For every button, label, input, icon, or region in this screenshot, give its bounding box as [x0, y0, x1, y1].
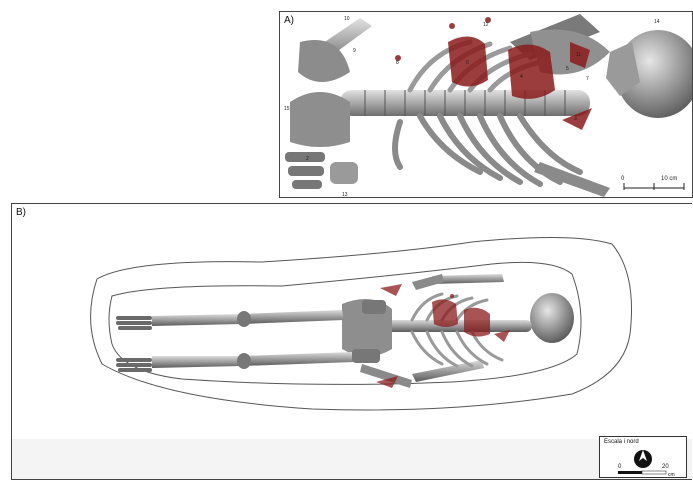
- marker-label: 10: [344, 16, 350, 22]
- skull: [530, 293, 574, 343]
- marker-arm-1: [380, 284, 402, 296]
- hand-bones: [285, 152, 358, 189]
- marker-label: 4: [520, 74, 523, 80]
- scale-bar-a: 0 10 cm: [621, 176, 684, 190]
- legend-graphic: 0 20 cm: [600, 437, 686, 477]
- marker-label: 15: [284, 106, 290, 112]
- marker-label: 6: [466, 60, 469, 66]
- foot-lower: [116, 358, 152, 372]
- knee-lower: [237, 353, 251, 369]
- panel-b-overview: B): [11, 203, 692, 480]
- legend-scale-north: Escala i nord 0 20 cm: [599, 436, 687, 478]
- pelvis: [290, 92, 350, 147]
- tibia-upper: [152, 314, 242, 326]
- marker-label: 8: [396, 60, 399, 66]
- panel-a-detail: A): [279, 11, 693, 198]
- marker-dot: [450, 294, 454, 298]
- femur-upper: [242, 310, 344, 324]
- marker-large-2: [508, 44, 555, 98]
- marker-small-a: [449, 23, 455, 29]
- panel-a-drawing: 10 9 12 14 8 6 11 4 5 15 3 2 13 7 0 10 c…: [280, 12, 692, 197]
- marker-label: 12: [483, 22, 489, 28]
- legend-zero: 0: [618, 464, 622, 470]
- marker-label: 3: [574, 116, 577, 122]
- marker-label: 9: [353, 48, 356, 54]
- marker-label: 2: [306, 156, 309, 162]
- marker-label: 13: [342, 192, 348, 197]
- marker-label: 5: [566, 66, 569, 72]
- scale-value: 10 cm: [661, 176, 677, 182]
- marker-chest-1: [432, 299, 458, 327]
- femur-lower: [242, 352, 354, 366]
- panel-a-label: A): [284, 15, 294, 26]
- panel-b-drawing: [12, 204, 692, 479]
- forearm-top: [412, 274, 444, 290]
- marker-chest-2: [464, 308, 490, 337]
- marker-label: 11: [576, 52, 581, 58]
- legend-unit: cm: [668, 472, 675, 477]
- knee-upper: [237, 311, 251, 327]
- humerus-bottom: [412, 360, 484, 382]
- scale-zero: 0: [621, 176, 625, 182]
- tibia-lower: [152, 356, 242, 368]
- marker-label: 14: [654, 19, 660, 25]
- foot-upper: [116, 316, 152, 330]
- marker-label: 7: [586, 76, 589, 82]
- ground-strip: [12, 439, 692, 479]
- legend-value: 20: [662, 464, 669, 470]
- panel-b-label: B): [16, 207, 26, 218]
